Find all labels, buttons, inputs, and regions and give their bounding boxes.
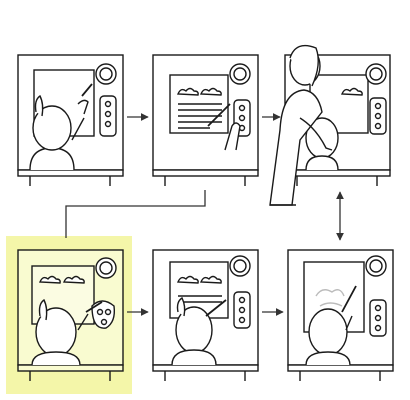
panel-child-drawing-with-lines xyxy=(152,54,259,186)
panel-child-painting-highlighted xyxy=(17,249,124,381)
panel-child-final-artwork xyxy=(287,249,394,381)
panel-child-drawing-sketch xyxy=(17,54,124,186)
panel-adult-helping-child xyxy=(269,44,391,206)
connector-p4-to-p2 xyxy=(65,190,206,238)
flow-arrows xyxy=(65,113,344,316)
panel-child-painting-colour xyxy=(152,249,259,381)
